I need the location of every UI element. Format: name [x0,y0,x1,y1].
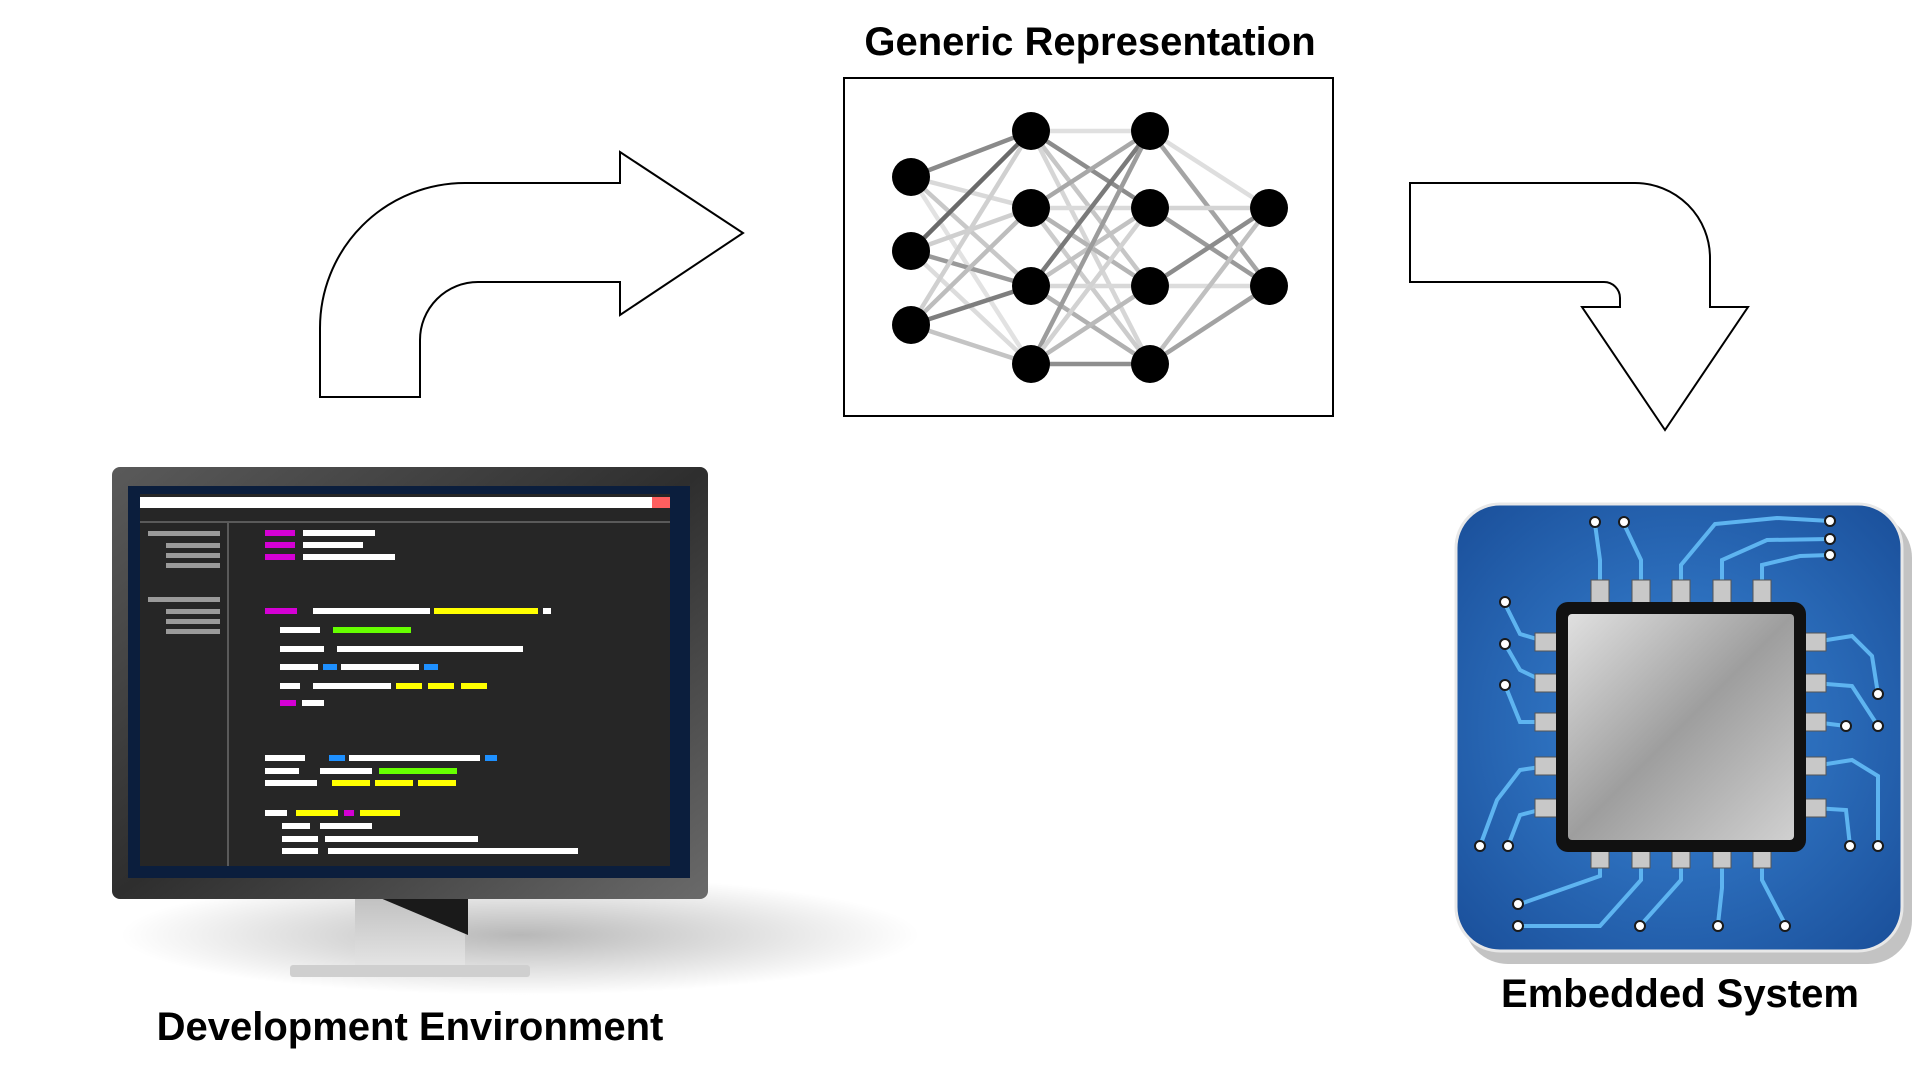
hidden-node [1012,345,1050,383]
hidden-node [1131,345,1169,383]
input-node [892,306,930,344]
generic-representation-title: Generic Representation [864,20,1316,64]
output-node [1250,267,1288,305]
hidden-node [1131,267,1169,305]
curved-arrow-down-icon [1409,182,1750,432]
hidden-node [1131,189,1169,227]
embedded-system-title: Embedded System [1501,972,1859,1016]
input-node [892,158,930,196]
monitor-icon [112,467,920,995]
neural-network-icon [892,112,1288,383]
hidden-node [1012,112,1050,150]
hidden-node [1012,267,1050,305]
hidden-node [1131,112,1169,150]
curved-arrow-right-icon [319,150,745,398]
development-environment-title: Development Environment [156,1005,664,1049]
output-node [1250,189,1288,227]
input-node [892,232,930,270]
hidden-node [1012,189,1050,227]
microchip-icon [1454,502,1912,964]
